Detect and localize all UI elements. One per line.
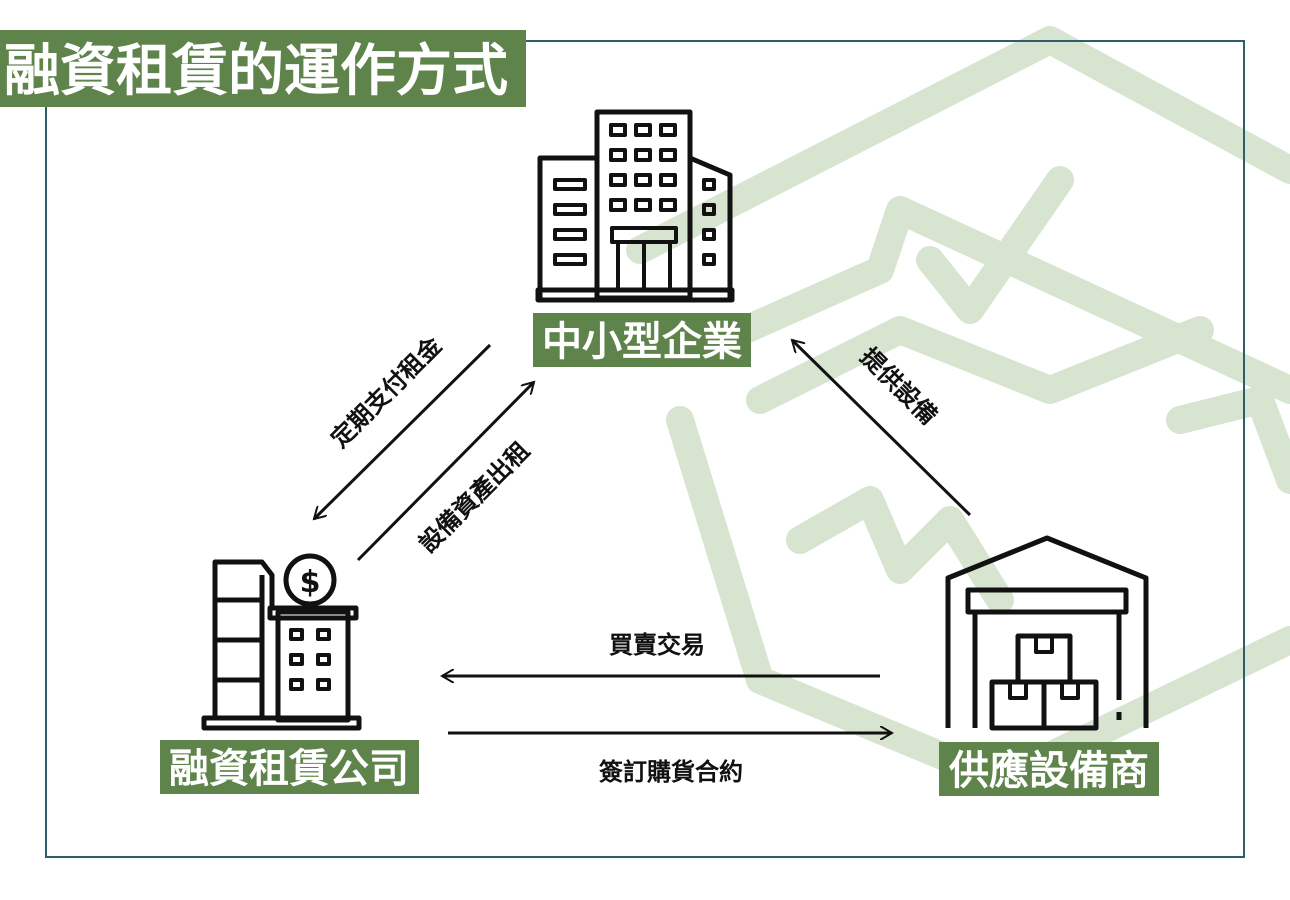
edge-label-rent-payment: 定期支付租金 [326,331,448,453]
bank-building-dollar-icon: $ [201,553,362,731]
edge-label-sale-transaction: 買賣交易 [609,631,705,659]
office-building-icon [535,109,735,303]
node-lessor-label: 融資租賃公司 [169,746,409,792]
svg-text:$: $ [300,565,321,600]
node-supplier: 供應設備商 [939,742,1159,796]
edge-label-purchase-contract: 簽訂購貨合約 [599,758,743,786]
page-title-text: 融資租賃的運作方式 [4,39,508,104]
node-sme-label: 中小型企業 [542,319,742,365]
node-lessor: 融資租賃公司 [160,740,419,794]
node-supplier-label: 供應設備商 [949,748,1149,794]
warehouse-icon [945,535,1149,731]
node-sme: 中小型企業 [533,313,751,367]
arrow-rent-payment [314,343,492,519]
edge-label-asset-lease: 設備資產出租 [414,437,536,559]
diagram-frame [45,40,1245,858]
handshake-watermark-icon [626,26,1290,794]
page-title: 融資租賃的運作方式 [0,30,526,107]
arrow-provide-equipment [792,340,972,517]
arrow-asset-lease [356,382,534,562]
